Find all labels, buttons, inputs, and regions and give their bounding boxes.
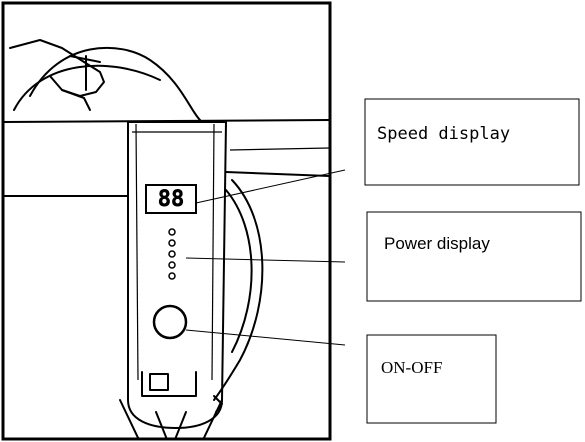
controller-body	[127, 121, 227, 429]
power-led-icon	[168, 250, 176, 258]
cable-upper	[29, 46, 201, 121]
callout-onoff-label: ON-OFF	[381, 358, 442, 377]
power-led-icon	[168, 261, 176, 269]
speed-readout-window	[145, 184, 197, 214]
callout-onoff-box	[366, 334, 497, 424]
callout-power-box	[366, 211, 582, 302]
callout-power-label: Power display	[384, 234, 490, 253]
brake-cable-inner	[225, 189, 253, 353]
stem-legs	[119, 399, 223, 438]
power-led-icon	[168, 228, 176, 236]
clamp-slot	[149, 373, 169, 391]
callout-speed-label: Speed display	[377, 124, 510, 144]
brake-cable-outer	[213, 179, 264, 401]
handlebar-shade	[229, 147, 329, 151]
stem-inner	[155, 411, 187, 438]
cable-detail	[69, 55, 101, 91]
power-indicator-leds	[168, 228, 176, 280]
speed-readout-digits: 88	[158, 187, 185, 212]
leader-onoff	[185, 329, 346, 346]
leader-power	[185, 257, 346, 263]
power-led-icon	[168, 272, 176, 280]
power-led-icon	[168, 239, 176, 247]
illustration-frame	[1, 1, 332, 441]
controller-bevel-right	[211, 123, 215, 381]
callout-speed-box	[364, 98, 580, 186]
cable-connector	[61, 89, 91, 111]
controller-bevel-left	[135, 123, 139, 381]
handlebar-bottom-edge-right	[225, 171, 329, 177]
clamp-top	[141, 371, 197, 397]
handlebar-illustration: 88	[4, 39, 329, 438]
leader-speed	[195, 169, 346, 204]
power-button-icon[interactable]	[152, 304, 188, 340]
cable-lower	[13, 64, 161, 111]
